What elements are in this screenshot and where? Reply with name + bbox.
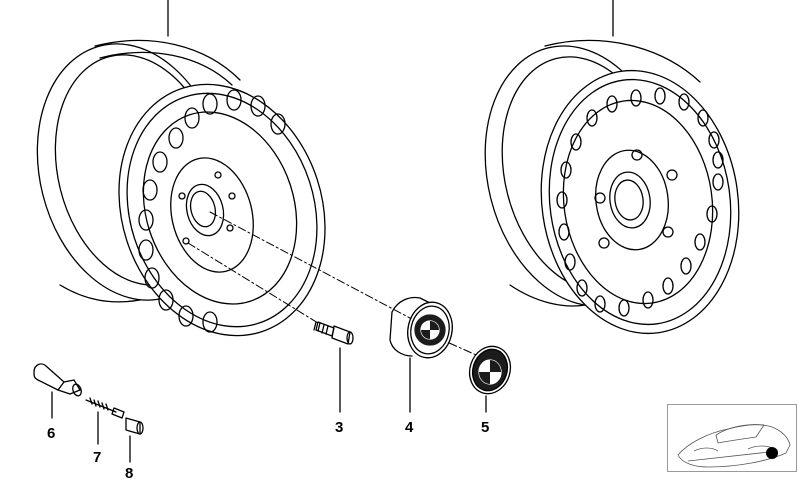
- bmw-roundel-icon: [468, 345, 512, 413]
- bmw-roundel-icon-4: [414, 314, 446, 346]
- callout-7: 7: [93, 449, 102, 466]
- wheel-bolt: [313, 321, 354, 413]
- callout-5: 5: [481, 419, 490, 436]
- valve-stem: [33, 363, 82, 419]
- steel-wheel-right: [484, 0, 740, 335]
- callout-4: 4: [405, 419, 414, 436]
- vent-holes-left: [138, 89, 286, 333]
- callout-6: 6: [47, 425, 56, 442]
- car-thumbnail[interactable]: [667, 404, 797, 472]
- car-thumbnail-icon: [677, 424, 791, 468]
- callout-3: 3: [335, 419, 344, 436]
- vent-holes-right: [556, 87, 724, 317]
- callout-8: 8: [125, 465, 134, 482]
- valve-core: [85, 397, 125, 445]
- hub-cap: [389, 296, 453, 413]
- valve-cap: [125, 417, 144, 463]
- wheel-position-marker: [766, 447, 778, 459]
- steel-wheel-left: [36, 0, 326, 337]
